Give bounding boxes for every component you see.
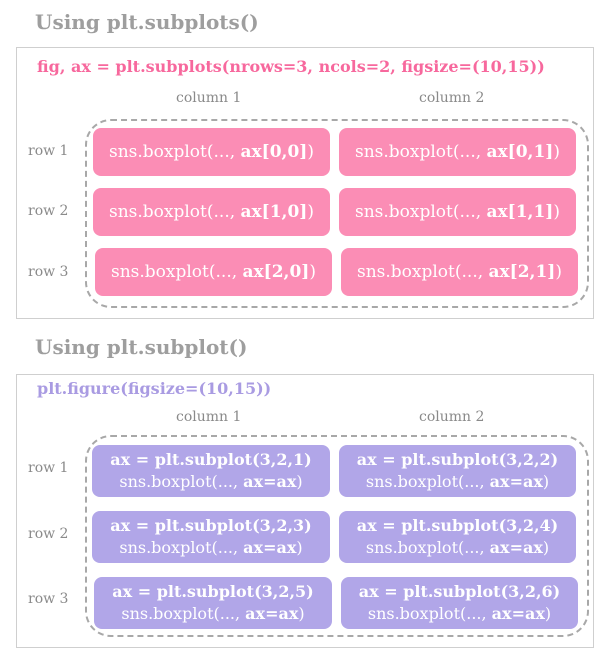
grid-outline <box>85 435 589 637</box>
subplot-panel: plt.figure(figsize=(10,15)) column 1 col… <box>16 374 594 648</box>
column-1-label: column 1 <box>176 90 242 106</box>
row-3-label: row 3 <box>28 591 69 607</box>
row-2-label: row 2 <box>28 203 69 219</box>
subplot-cell-0-0: sns.boxplot(..., ax[0,0]) <box>93 128 330 176</box>
row-2-label: row 2 <box>28 526 69 542</box>
subplot-cell-2: ax = plt.subplot(3,2,2) sns.boxplot(...,… <box>339 445 576 497</box>
subplot-cell-3: ax = plt.subplot(3,2,3) sns.boxplot(...,… <box>92 511 330 563</box>
subplot-cell-0-1: sns.boxplot(..., ax[0,1]) <box>339 128 576 176</box>
grid-outline <box>85 119 589 308</box>
subplot-cell-2-0: sns.boxplot(..., ax[2,0]) <box>95 248 332 296</box>
column-2-label: column 2 <box>419 90 485 106</box>
figure-code: plt.figure(figsize=(10,15)) <box>37 379 272 398</box>
subplot-cell-2-1: sns.boxplot(..., ax[2,1]) <box>341 248 578 296</box>
row-1-label: row 1 <box>28 460 69 476</box>
subplots-code: fig, ax = plt.subplots(nrows=3, ncols=2,… <box>37 57 545 76</box>
subplot-cell-1-0: sns.boxplot(..., ax[1,0]) <box>93 188 330 236</box>
subplot-cell-1: ax = plt.subplot(3,2,1) sns.boxplot(...,… <box>92 445 330 497</box>
subplots-panel: fig, ax = plt.subplots(nrows=3, ncols=2,… <box>16 47 594 319</box>
column-1-label: column 1 <box>176 409 242 425</box>
row-1-label: row 1 <box>28 143 69 159</box>
subplot-cell-6: ax = plt.subplot(3,2,6) sns.boxplot(...,… <box>341 577 578 629</box>
column-2-label: column 2 <box>419 409 485 425</box>
subplot-cell-1-1: sns.boxplot(..., ax[1,1]) <box>339 188 576 236</box>
row-3-label: row 3 <box>28 264 69 280</box>
section1-heading: Using plt.subplots() <box>35 10 259 34</box>
subplot-cell-4: ax = plt.subplot(3,2,4) sns.boxplot(...,… <box>339 511 576 563</box>
section2-heading: Using plt.subplot() <box>35 335 248 359</box>
subplot-cell-5: ax = plt.subplot(3,2,5) sns.boxplot(...,… <box>94 577 332 629</box>
